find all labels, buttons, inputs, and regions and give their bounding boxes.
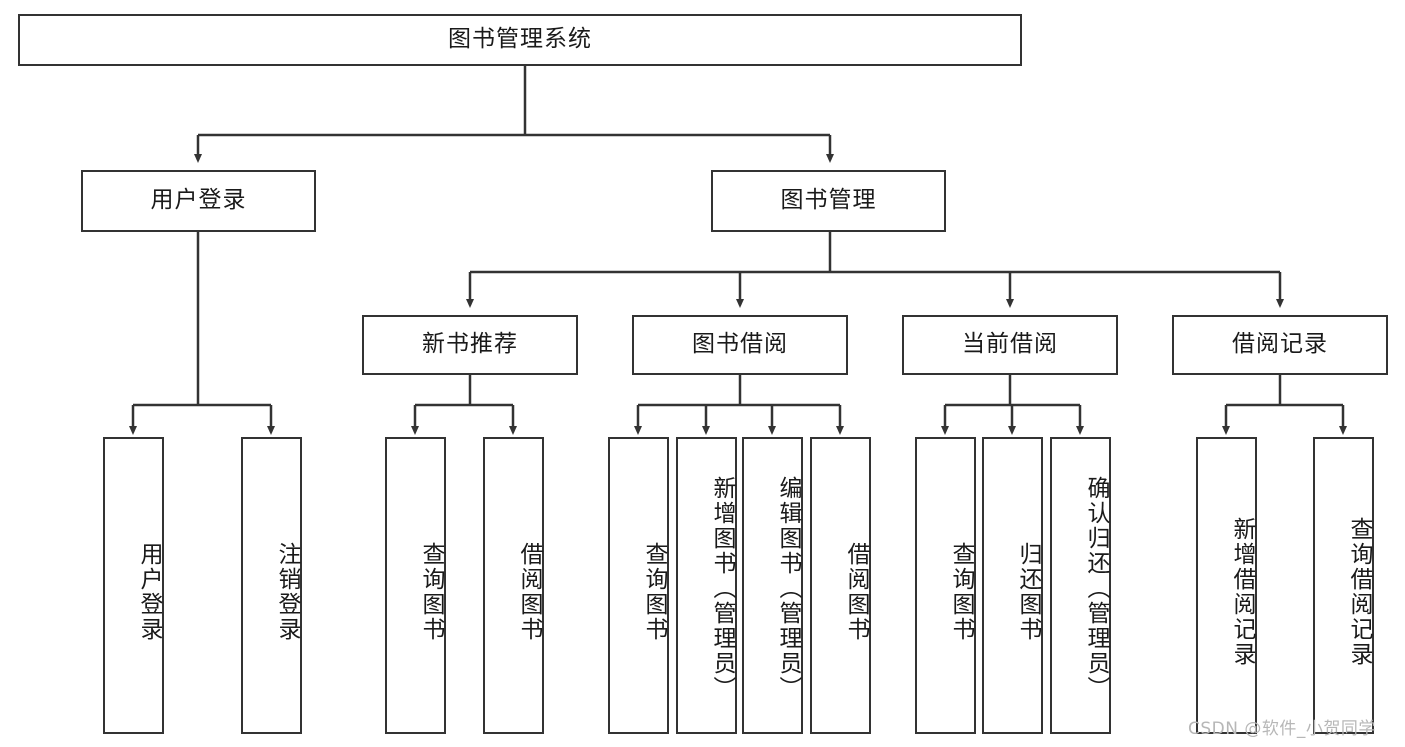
node-label: 新增借阅记录	[1229, 516, 1255, 667]
node-label: 用户登录	[136, 541, 162, 642]
leaf-book-borrow-add-book-admin[interactable]: 新增图书（管理员）	[676, 437, 737, 734]
node-label: 新书推荐	[422, 331, 518, 358]
node-label: 编辑图书（管理员）	[775, 476, 801, 701]
node-label: 图书借阅	[692, 331, 788, 358]
leaf-current-borrow-query-book[interactable]: 查询图书	[915, 437, 976, 734]
leaf-book-borrow-borrow-book[interactable]: 借阅图书	[810, 437, 871, 734]
node-book-borrow[interactable]: 图书借阅	[632, 315, 848, 375]
leaf-user-login-login[interactable]: 用户登录	[103, 437, 164, 734]
node-label: 当前借阅	[962, 331, 1058, 358]
node-user-login[interactable]: 用户登录	[81, 170, 316, 232]
node-label: 借阅图书	[516, 541, 542, 642]
node-label: 新增图书（管理员）	[709, 476, 735, 701]
node-new-book-recommend[interactable]: 新书推荐	[362, 315, 578, 375]
node-label: 借阅图书	[843, 541, 869, 642]
node-root-book-management-system[interactable]: 图书管理系统	[18, 14, 1022, 66]
node-borrow-record[interactable]: 借阅记录	[1172, 315, 1388, 375]
node-label: 图书管理系统	[448, 26, 592, 53]
node-book-management[interactable]: 图书管理	[711, 170, 946, 232]
leaf-book-borrow-query-book[interactable]: 查询图书	[608, 437, 669, 734]
leaf-book-borrow-edit-book-admin[interactable]: 编辑图书（管理员）	[742, 437, 803, 734]
leaf-borrow-record-add-record[interactable]: 新增借阅记录	[1196, 437, 1257, 734]
leaf-current-borrow-return-book[interactable]: 归还图书	[982, 437, 1043, 734]
node-label: 借阅记录	[1232, 331, 1328, 358]
node-label: 图书管理	[780, 187, 877, 214]
leaf-new-book-borrow-book[interactable]: 借阅图书	[483, 437, 544, 734]
node-label: 查询图书	[641, 541, 667, 642]
node-label: 查询图书	[418, 541, 444, 642]
leaf-user-login-logout[interactable]: 注销登录	[241, 437, 302, 734]
node-label: 用户登录	[150, 187, 247, 214]
node-label: 归还图书	[1015, 541, 1041, 642]
node-label: 查询图书	[948, 541, 974, 642]
leaf-current-borrow-confirm-return-admin[interactable]: 确认归还（管理员）	[1050, 437, 1111, 734]
leaf-borrow-record-query-record[interactable]: 查询借阅记录	[1313, 437, 1374, 734]
watermark-text: CSDN @软件_小贺同学	[1188, 719, 1376, 739]
leaf-new-book-query-book[interactable]: 查询图书	[385, 437, 446, 734]
node-label: 查询借阅记录	[1346, 516, 1372, 667]
node-label: 注销登录	[274, 541, 300, 642]
node-label: 确认归还（管理员）	[1083, 476, 1109, 701]
node-current-borrow[interactable]: 当前借阅	[902, 315, 1118, 375]
